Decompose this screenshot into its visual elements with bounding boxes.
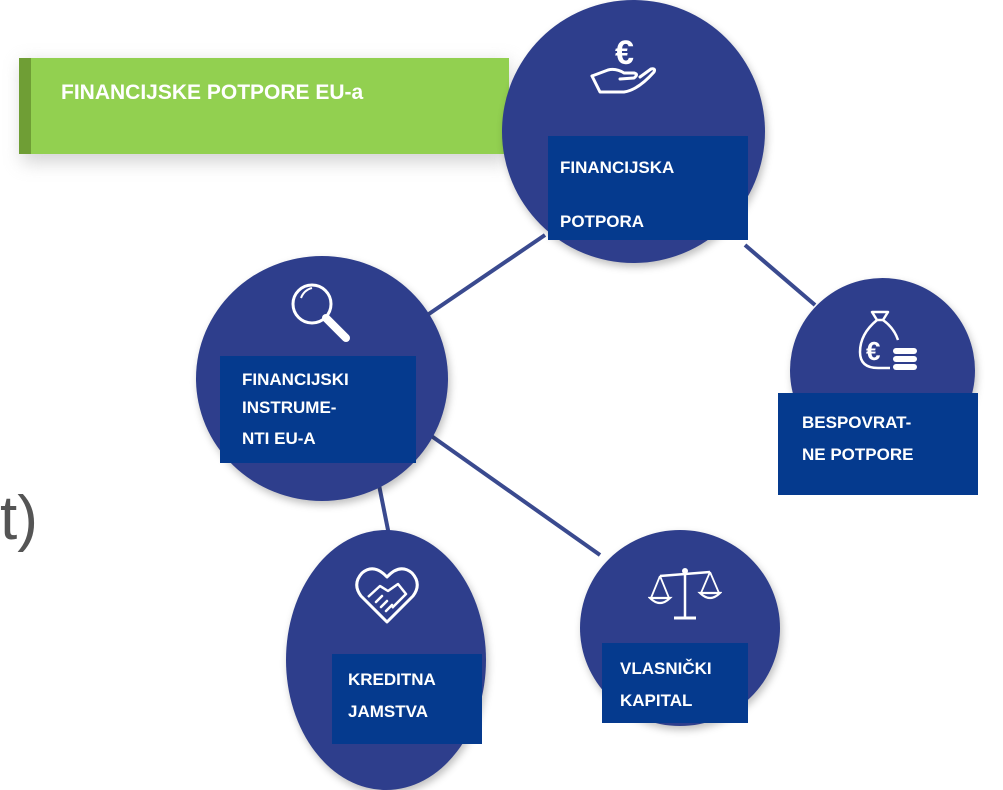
label-financijski-instrumenti: FINANCIJSKI INSTRUME- NTI EU-A <box>220 356 416 463</box>
label-bespovratne-potpore: BESPOVRAT- NE POTPORE <box>778 393 978 495</box>
label-line: FINANCIJSKI <box>242 370 349 389</box>
label-financijska-potpora: FINANCIJSKA POTPORA <box>548 136 748 240</box>
handshake-heart-icon <box>355 567 419 624</box>
connector-potpora-bespovratne <box>743 243 817 307</box>
label-line: KAPITAL <box>620 691 693 710</box>
label-line: NTI EU-A <box>242 429 316 448</box>
connector-instrumenti-kapital <box>428 433 602 557</box>
magnifier-icon <box>291 283 350 342</box>
label-vlasnicki-kapital: VLASNIČKI KAPITAL <box>602 643 748 723</box>
node-financijski-instrumenti: FINANCIJSKI INSTRUME- NTI EU-A <box>196 256 448 501</box>
money-bag-icon: € <box>858 310 917 370</box>
connector-potpora-instrumenti <box>418 233 547 322</box>
banner-title: FINANCIJSKE POTPORE EU-a <box>61 81 364 104</box>
banner: FINANCIJSKE POTPORE EU-a <box>19 58 509 154</box>
euro-hand-icon: € <box>590 34 657 94</box>
cut-off-text-fragment: t) <box>0 484 38 553</box>
label-line: FINANCIJSKA <box>560 158 675 177</box>
label-line: NE POTPORE <box>802 445 914 464</box>
node-vlasnicki-kapital: VLASNIČKI KAPITAL <box>580 530 780 726</box>
svg-text:€: € <box>866 336 880 366</box>
label-line: JAMSTVA <box>348 702 428 721</box>
label-line: INSTRUME- <box>242 398 337 417</box>
node-kreditna-jamstva: KREDITNA JAMSTVA <box>286 530 486 790</box>
label-line: BESPOVRAT- <box>802 413 912 432</box>
node-financijska-potpora: € FINANCIJSKA POTPORA <box>502 0 765 263</box>
label-line: VLASNIČKI <box>620 659 712 678</box>
label-kreditna-jamstva: KREDITNA JAMSTVA <box>332 654 482 744</box>
label-line: KREDITNA <box>348 670 436 689</box>
label-line: POTPORA <box>560 212 645 231</box>
svg-text:€: € <box>615 34 634 72</box>
scales-icon <box>648 568 722 620</box>
